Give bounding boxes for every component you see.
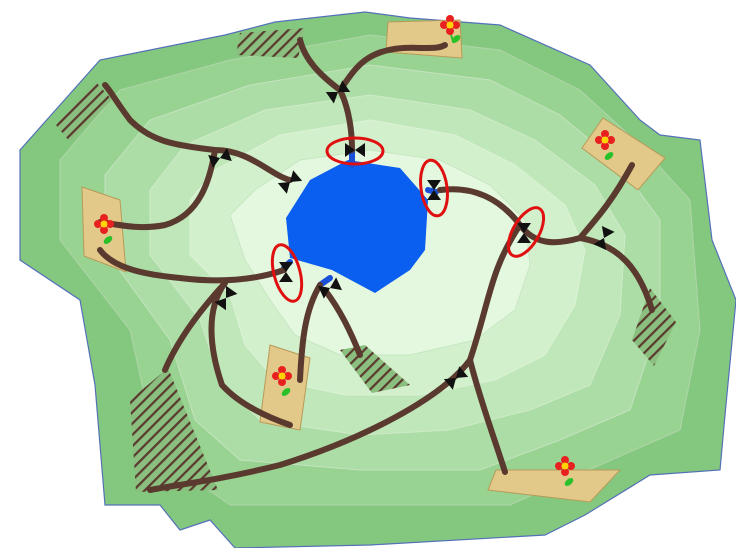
flower-icon — [595, 130, 615, 160]
valve-reservoir-top — [345, 143, 365, 157]
highlight-reservoir-left — [270, 243, 304, 303]
highlight-east — [506, 206, 546, 258]
channel-to-left-plot — [97, 147, 218, 231]
hatched-fields — [56, 28, 676, 492]
flower-icon — [272, 366, 292, 396]
valve-south — [443, 366, 469, 390]
flower-icon — [440, 15, 461, 44]
hatched-field-center — [340, 345, 410, 393]
hatched-field-top — [236, 28, 305, 58]
valve-east — [517, 223, 531, 243]
highlight-reservoir-top — [325, 136, 385, 166]
hatched-field-left — [56, 82, 112, 142]
channel-to-right — [437, 162, 635, 246]
channel-left-lower — [97, 247, 287, 284]
flower-icon — [94, 214, 114, 244]
channel-reservoir-bottom — [297, 282, 323, 383]
channel-center-down — [208, 280, 293, 428]
flowers — [94, 15, 615, 486]
channel-long-bottom — [147, 222, 523, 493]
valve-reservoir-right — [427, 180, 441, 200]
valve-far-east — [593, 225, 615, 251]
valve-reservoir-left — [279, 262, 293, 282]
channel-top-right — [337, 42, 448, 93]
channel-to-hatch-center — [322, 287, 363, 358]
hatched-field-right — [632, 288, 676, 366]
hatched-field-lower-left — [130, 368, 218, 492]
field-plot-bottom-right — [487, 469, 622, 503]
valve-reservoir-bottom — [317, 277, 343, 299]
channel-bottom-right — [467, 357, 508, 475]
reservoir — [286, 160, 428, 293]
field-plot-lower-center — [259, 344, 311, 431]
highlighted-valves — [270, 136, 546, 303]
highlight-reservoir-right — [419, 158, 449, 218]
flower-icon — [555, 456, 575, 486]
valve-top — [325, 80, 351, 104]
valve-northwest-outer — [208, 148, 232, 168]
valve-west — [214, 285, 238, 311]
channel-right-descend — [577, 235, 655, 313]
valve-northwest-inner — [277, 170, 303, 194]
valves — [208, 80, 615, 390]
channels — [97, 37, 655, 493]
channel-upper-left — [102, 82, 293, 183]
